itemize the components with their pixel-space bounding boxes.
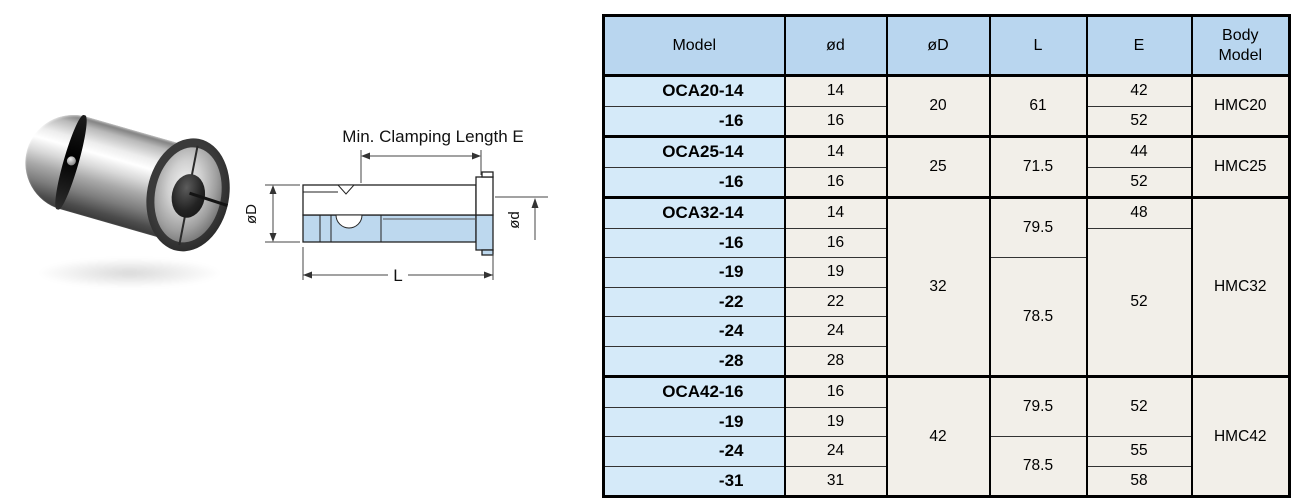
- e-cell: 58: [1085, 465, 1193, 497]
- product-photo: [14, 100, 245, 300]
- table-row: -19 19 78.5: [602, 257, 1290, 377]
- model-cell: OCA32-14: [602, 196, 786, 229]
- model-cell: -31: [602, 465, 786, 497]
- bore-d-cell: 14: [783, 196, 888, 229]
- model-cell: OCA25-14: [602, 135, 786, 168]
- table-row: OCA42-16 16 42 79.5 52 HMC42: [602, 375, 1291, 497]
- flange-lip-lower: [481, 249, 494, 256]
- outer-d-cell: 25: [885, 135, 991, 198]
- bore-d-cell: 24: [783, 436, 888, 467]
- length-cell: 79.5: [988, 375, 1088, 437]
- model-cell: -19: [602, 257, 786, 288]
- outline-upper-body: [302, 184, 477, 216]
- outer-d-cell: 42: [885, 375, 991, 497]
- header-length: L: [988, 14, 1088, 77]
- header-e: E: [1085, 14, 1193, 77]
- bore-d-cell: 22: [783, 286, 888, 317]
- e-cell: 55: [1085, 436, 1193, 467]
- e-cell: 44: [1085, 135, 1193, 168]
- table-row: -24 24: [602, 316, 1290, 347]
- bore-d-cell: 19: [783, 257, 888, 288]
- header-body-line2: Model: [1218, 46, 1263, 64]
- model-cell: -22: [602, 286, 786, 317]
- e-cell: 48: [1085, 196, 1193, 229]
- bore-d-cell: 14: [783, 74, 888, 107]
- flange-lip-upper: [481, 171, 494, 178]
- min-clamping-length-label: Min. Clamping Length E: [342, 127, 523, 146]
- table-row: OCA20-14 14 20 61 42 HMC20: [602, 74, 1291, 137]
- e-cell: 42: [1085, 74, 1193, 107]
- table-row: -16 16 52: [602, 166, 1290, 198]
- collet-sleeve: [11, 94, 241, 264]
- model-cell: -16: [602, 105, 786, 137]
- length-cell: 79.5: [988, 196, 1088, 258]
- body-model-cell: HMC20: [1190, 74, 1291, 137]
- bore-d-cell: 24: [783, 316, 888, 347]
- outer-d-cell: 32: [885, 196, 991, 377]
- body-model-cell: HMC42: [1190, 375, 1291, 497]
- table-row: -24 24 78.5 55: [602, 436, 1290, 497]
- spec-table: Model ød øD L E Body Model OCA20-14 14 2…: [602, 14, 1291, 498]
- length-cell: 78.5: [988, 257, 1088, 377]
- bore-d-cell: 14: [783, 135, 888, 168]
- model-cell: OCA42-16: [602, 375, 786, 408]
- v-notch: [336, 184, 356, 195]
- outer-d-cell: 20: [885, 74, 991, 137]
- length-cell: 78.5: [988, 436, 1088, 497]
- model-cell: OCA20-14: [602, 74, 786, 107]
- outer-diameter-label: øD: [243, 204, 260, 224]
- header-bore-d: ød: [783, 14, 888, 77]
- e-cell: 52: [1085, 166, 1193, 198]
- bore-d-cell: 19: [783, 406, 888, 437]
- e-cell: 52: [1085, 375, 1193, 437]
- header-body-line1: Body: [1222, 27, 1259, 45]
- bore-d-cell: 16: [783, 166, 888, 198]
- bore-d-cell: 16: [783, 375, 888, 408]
- model-cell: -28: [602, 345, 786, 377]
- model-cell: -24: [602, 436, 786, 467]
- table-row: OCA32-14 14 32 79.5 48 HMC32: [602, 196, 1291, 377]
- table-row: -22 22: [602, 286, 1290, 317]
- inner-diameter-label: ød: [506, 211, 523, 229]
- model-cell: -24: [602, 316, 786, 347]
- table-row: -16 16 52: [602, 227, 1290, 377]
- table-row: -16 16 52: [602, 105, 1290, 137]
- photo-shadow: [37, 258, 222, 288]
- table-row: -28 28: [602, 345, 1290, 377]
- e-cell: 52: [1085, 227, 1193, 377]
- body-model-cell: HMC25: [1190, 135, 1291, 198]
- length-cell: 61: [988, 74, 1088, 137]
- section-flange-lower: [475, 214, 494, 251]
- technical-drawing: Min. Clamping Length E øD ød L: [243, 112, 573, 315]
- header-row: Model ød øD L E Body Model: [602, 14, 1291, 77]
- length-label: L: [393, 266, 402, 285]
- table-row: -19 19: [602, 406, 1290, 437]
- bore-d-cell: 16: [783, 227, 888, 258]
- length-cell: 71.5: [988, 135, 1088, 198]
- catalog-page: Min. Clamping Length E øD ød L Model ød …: [14, 14, 1291, 498]
- bore-d-cell: 28: [783, 345, 888, 377]
- header-model: Model: [602, 14, 786, 77]
- header-body-model: Body Model: [1190, 14, 1291, 77]
- e-cell: 52: [1085, 105, 1193, 137]
- bore-d-cell: 31: [783, 465, 888, 497]
- table-row: OCA25-14 14 25 71.5 44 HMC25: [602, 135, 1291, 198]
- body-model-cell: HMC32: [1190, 196, 1291, 377]
- outline-flange-upper: [475, 176, 494, 216]
- drawing-svg: Min. Clamping Length E øD ød L: [243, 127, 548, 285]
- ball-groove: [335, 214, 363, 229]
- model-cell: -19: [602, 406, 786, 437]
- bore-d-cell: 16: [783, 105, 888, 137]
- model-cell: -16: [602, 227, 786, 258]
- dimension-arrows: [269, 152, 539, 279]
- model-cell: -16: [602, 166, 786, 198]
- header-outer-d: øD: [885, 14, 991, 77]
